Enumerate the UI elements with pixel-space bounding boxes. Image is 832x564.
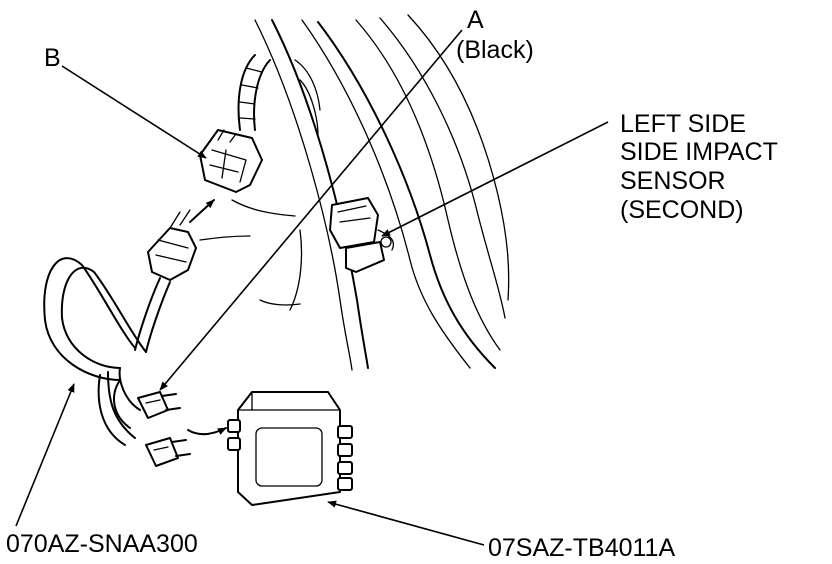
leader-harness bbox=[15, 383, 75, 527]
label-b: B bbox=[44, 44, 61, 72]
test-harness-coil bbox=[43, 257, 147, 446]
label-sensor-line4: (SECOND) bbox=[620, 196, 744, 224]
leader-lines bbox=[15, 29, 609, 546]
impact-sensor-tester bbox=[227, 391, 353, 506]
label-sensor-line1: LEFT SIDE bbox=[620, 110, 746, 138]
label-tester-part-number: 07SAZ-TB4011A bbox=[488, 534, 675, 562]
vehicle-harness bbox=[237, 54, 271, 131]
leader-sensor bbox=[381, 121, 609, 237]
leader-b bbox=[61, 65, 207, 159]
label-sensor-line2: SIDE IMPACT bbox=[620, 138, 778, 166]
vehicle-body-contours bbox=[199, 14, 510, 371]
connect-arrow-lower bbox=[187, 427, 227, 436]
leader-a bbox=[159, 29, 463, 391]
label-a-color: (Black) bbox=[456, 36, 534, 64]
left-side-impact-sensor bbox=[329, 197, 395, 273]
label-harness-part-number: 070AZ-SNAA300 bbox=[6, 530, 198, 558]
leader-tester bbox=[327, 500, 485, 546]
connector-b bbox=[199, 129, 263, 193]
harness-connector bbox=[134, 209, 197, 353]
label-sensor-line3: SENSOR bbox=[620, 167, 726, 195]
harness-test-plugs bbox=[137, 391, 191, 467]
label-a: A bbox=[467, 6, 484, 34]
connect-arrow-upper bbox=[189, 199, 215, 223]
